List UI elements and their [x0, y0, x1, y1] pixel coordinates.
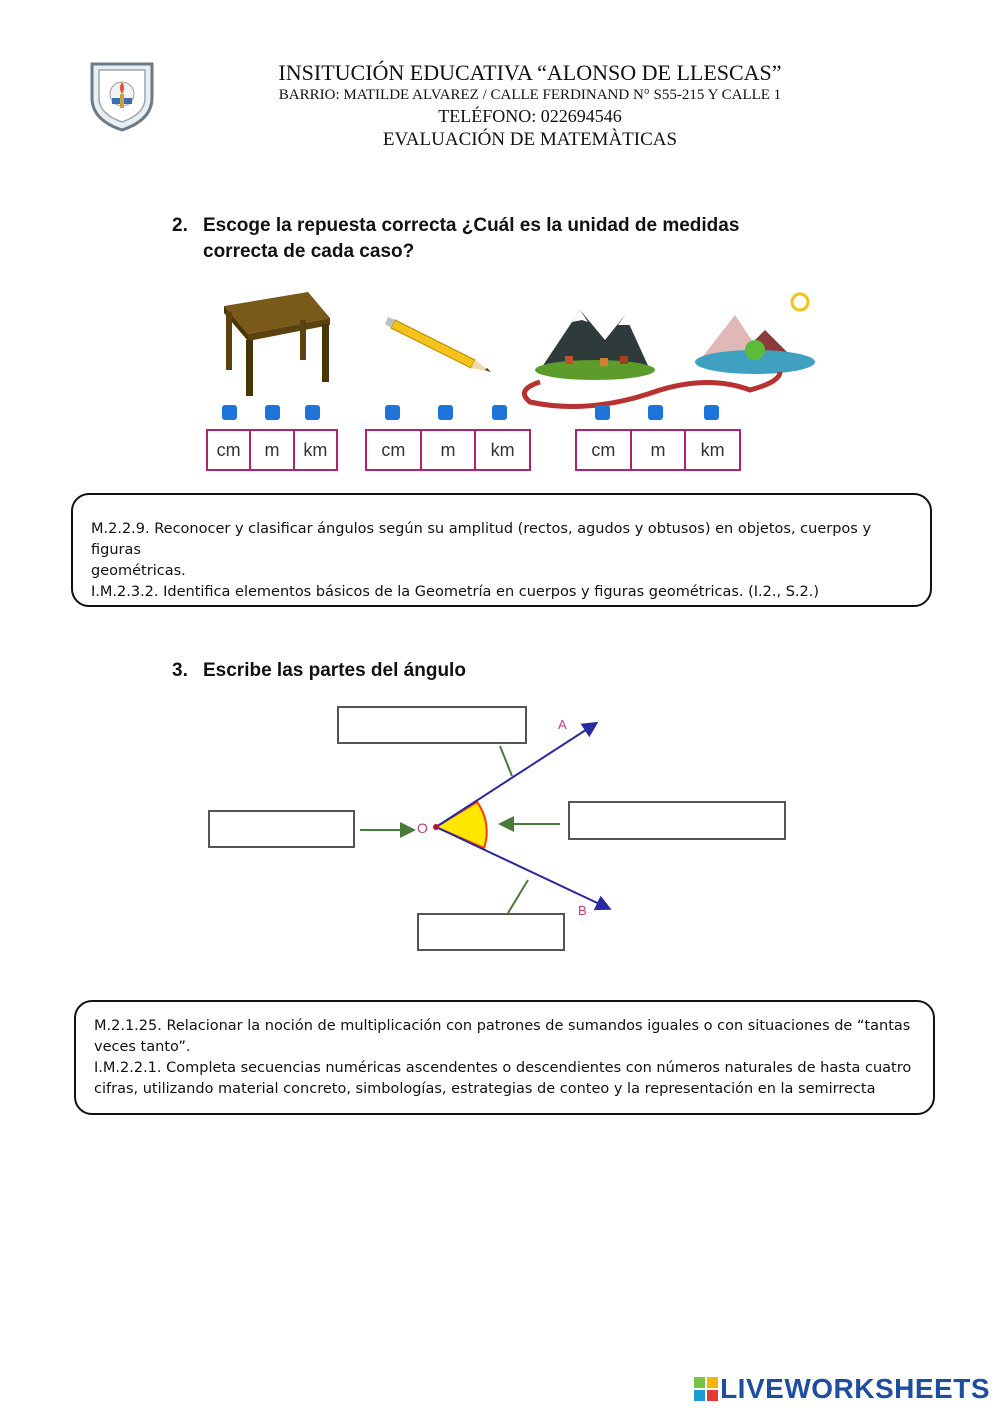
unit-cm: cm	[208, 431, 252, 469]
school-seal-logo	[84, 58, 160, 134]
answer-box-right[interactable]	[568, 801, 786, 840]
question-2-text-line1: Escoge la repuesta correcta ¿Cuál es la …	[203, 215, 740, 236]
mountain-road-image	[510, 290, 830, 410]
option-cm-radio-3[interactable]	[595, 405, 610, 420]
question-3-text: Escribe las partes del ángulo	[203, 660, 466, 681]
standard-text-line: geométricas.	[91, 563, 186, 579]
option-km-radio-1[interactable]	[305, 405, 320, 420]
exam-title: EVALUACIÓN DE MATEMÀTICAS	[382, 129, 678, 150]
answer-box-top[interactable]	[337, 706, 527, 744]
option-km-radio-2[interactable]	[492, 405, 507, 420]
liveworksheets-brand: LIVEWORKSHEETS	[720, 1373, 990, 1404]
unit-m: m	[251, 431, 295, 469]
question-2-number: 2.	[172, 215, 188, 236]
unit-m: m	[632, 431, 687, 469]
table-image	[218, 288, 338, 398]
answer-box-left[interactable]	[208, 810, 355, 848]
angle-diagram	[200, 700, 800, 960]
ray-a	[435, 721, 599, 828]
curriculum-standard-box-2: M.2.1.25. Relacionar la noción de multip…	[74, 1000, 935, 1115]
unit-m: m	[422, 431, 477, 469]
unit-options-group-2: cm m km	[365, 429, 531, 471]
unit-km: km	[700, 439, 725, 460]
school-phone: TELÉFONO: 022694546	[438, 106, 622, 126]
option-m-radio-1[interactable]	[265, 405, 280, 420]
question-3-number: 3.	[172, 660, 188, 681]
option-m-radio-2[interactable]	[438, 405, 453, 420]
school-address: BARRIO: MATILDE ALVAREZ / CALLE FERDINAN…	[278, 87, 782, 103]
liveworksheets-logo: LIVEWORKSHEETS	[694, 1373, 990, 1405]
liveworksheets-icon	[694, 1377, 719, 1401]
standard-text-line: veces tanto”.	[94, 1039, 191, 1055]
ray-b	[435, 826, 612, 911]
option-m-radio-3[interactable]	[648, 405, 663, 420]
option-cm-radio-1[interactable]	[222, 405, 237, 420]
unit-cm: cm	[577, 431, 632, 469]
indicator-text-line: cifras, utilizando material concreto, si…	[94, 1081, 876, 1097]
answer-box-bottom[interactable]	[417, 913, 565, 951]
pencil-image	[385, 310, 495, 380]
unit-km: km	[490, 439, 515, 460]
indicator-text-line: I.M.2.3.2. Identifica elementos básicos …	[91, 584, 820, 600]
label-point-b: B	[578, 903, 587, 918]
curriculum-standard-box-1: M.2.2.9. Reconocer y clasificar ángulos …	[71, 493, 932, 607]
option-cm-radio-2[interactable]	[385, 405, 400, 420]
indicator-text-line: I.M.2.2.1. Completa secuencias numéricas…	[94, 1060, 912, 1076]
standard-text-line: M.2.2.9. Reconocer y clasificar ángulos …	[91, 521, 872, 558]
label-vertex-o: O	[417, 820, 428, 836]
option-km-radio-3[interactable]	[704, 405, 719, 420]
school-name: INSITUCIÓN EDUCATIVA “ALONSO DE LLESCAS”	[278, 60, 782, 85]
unit-options-group-1: cm m km	[206, 429, 338, 471]
label-point-a: A	[558, 717, 567, 732]
question-2-text-line2: correcta de cada caso?	[203, 241, 415, 262]
unit-cm: cm	[367, 431, 422, 469]
unit-km: km	[303, 439, 328, 460]
standard-text-line: M.2.1.25. Relacionar la noción de multip…	[94, 1018, 911, 1034]
unit-options-group-3: cm m km	[575, 429, 741, 471]
